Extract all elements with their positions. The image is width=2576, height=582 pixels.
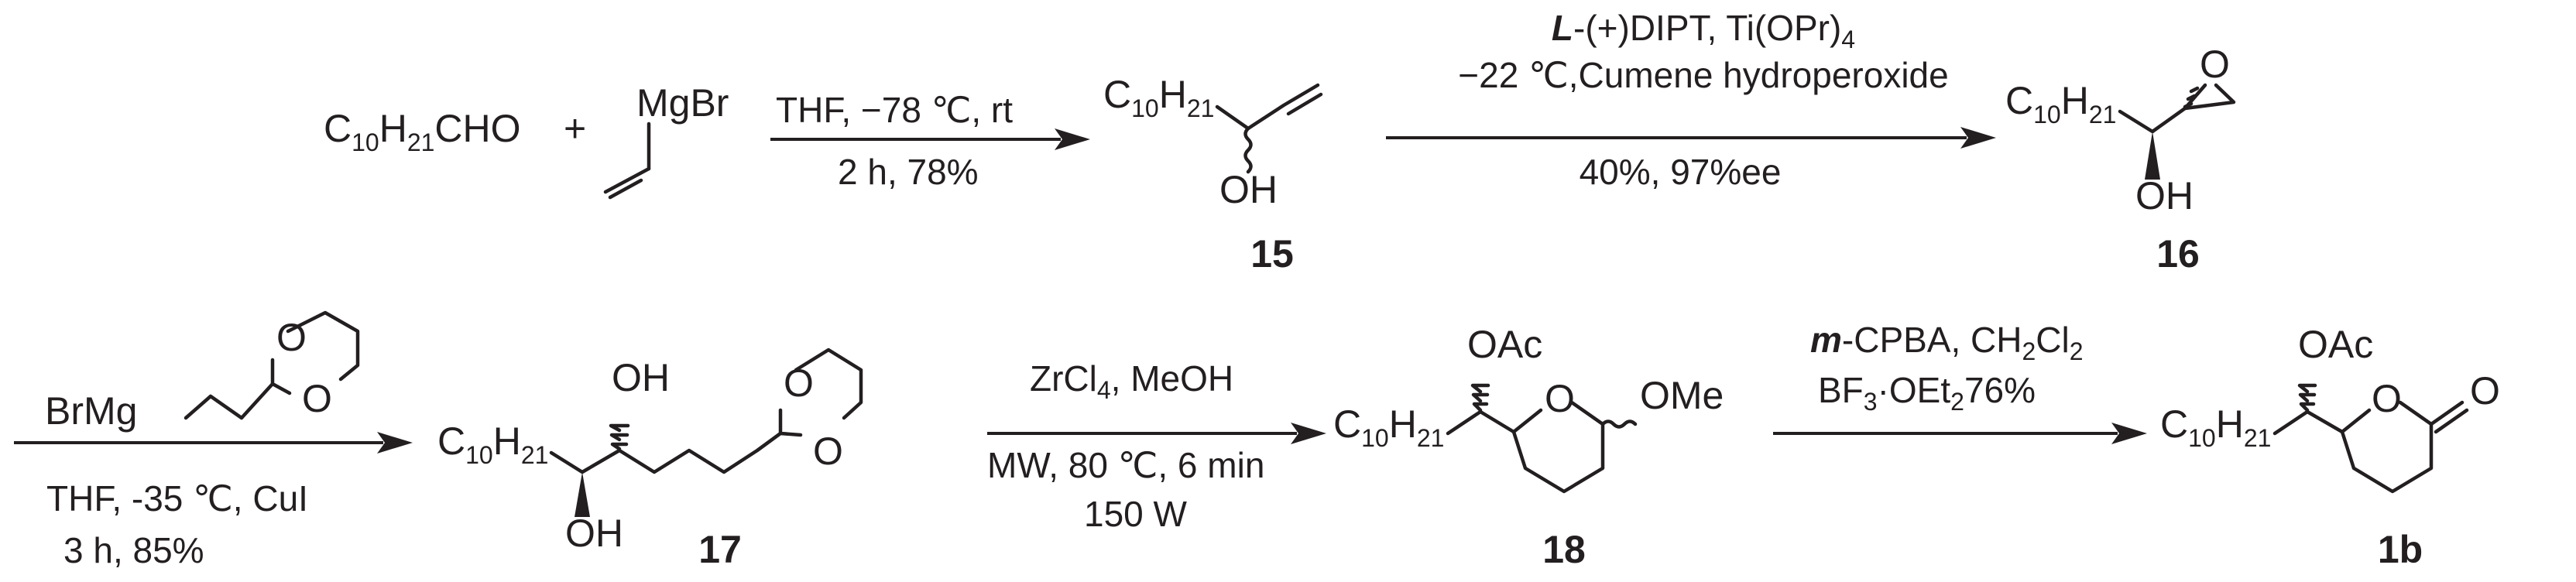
dioxane-o1: O: [276, 316, 307, 359]
lactone-ring: [2340, 400, 2434, 494]
bond: [2272, 409, 2344, 436]
hash-bond: [609, 423, 630, 451]
compound-vinyl-grignard: MgBr: [603, 81, 729, 200]
brmg-label: BrMg: [45, 389, 137, 433]
c16-alkyl: C10H21: [2005, 79, 2116, 128]
dioxane-ring: [778, 347, 863, 437]
bond: [549, 431, 783, 474]
bond: [2118, 106, 2187, 134]
bond: [1446, 409, 1516, 436]
dioxane-o2: O: [302, 377, 332, 420]
compound-15: C10H21 OH 15: [1103, 73, 1323, 276]
c18-oac: OAc: [1467, 323, 1542, 366]
step5-condition-line2: BF3·OEt276%: [1818, 370, 2036, 416]
pyran-ring: [1511, 400, 1605, 494]
wavy-bond: [1243, 126, 1253, 174]
c18-ring-o: O: [1545, 377, 1575, 420]
c15-oh: OH: [1219, 168, 1278, 211]
bond: [608, 178, 643, 200]
wedge-bond: [575, 472, 590, 517]
step1-condition-line2: 2 h, 78%: [838, 152, 979, 192]
carbonyl-bond: [2429, 400, 2469, 434]
arrow-step2: L-(+)DIPT, Ti(OPr)4 −22 ℃,Cumene hydrope…: [1386, 8, 1996, 192]
c1b-oac: OAc: [2298, 323, 2373, 366]
decanal-formula: C10H21CHO: [324, 107, 521, 156]
step4-condition-line3: 150 W: [1084, 494, 1188, 534]
step5-condition-line1: m-CPBA, CH2Cl2: [1810, 320, 2084, 365]
step3-condition-line1: THF, -35 ℃, CuI: [46, 478, 308, 519]
reagent-grignard-dioxane: BrMg O O: [45, 310, 360, 433]
compound-number-15: 15: [1250, 232, 1294, 276]
arrow-head: [1055, 128, 1090, 150]
bond: [1215, 83, 1320, 131]
c17-dioxane-o2: O: [813, 430, 843, 473]
step3-condition-line2: 3 h, 85%: [63, 530, 204, 570]
wavy-bond: [1600, 419, 1638, 429]
bond: [184, 382, 275, 420]
compound-decanal: C10H21CHO: [324, 107, 521, 156]
c17-oh-top: OH: [612, 356, 670, 399]
compound-number-17: 17: [698, 528, 742, 571]
c1b-ring-o: O: [2372, 377, 2402, 420]
compound-number-1b: 1b: [2378, 528, 2423, 571]
plus-sign: +: [564, 107, 586, 150]
step2-condition-line2: −22 ℃,Cumene hydroperoxide: [1458, 55, 1948, 95]
arrow-step4: ZrCl4, MeOH MW, 80 ℃, 6 min 150 W: [987, 358, 1326, 534]
arrow-head: [1960, 127, 1996, 149]
c17-oh-bottom: OH: [565, 512, 623, 555]
c1b-alkyl: C10H21: [2160, 402, 2271, 452]
step2-condition-line3: 40%, 97%ee: [1580, 152, 1782, 192]
arrow-head: [377, 432, 413, 454]
step2-condition-line1: L-(+)DIPT, Ti(OPr)4: [1552, 8, 1855, 53]
c16-oh: OH: [2135, 174, 2194, 217]
bond: [1286, 92, 1323, 116]
step1-condition-line1: THF, −78 ℃, rt: [776, 90, 1013, 130]
compound-number-18: 18: [1542, 528, 1586, 571]
hash-bond: [2297, 383, 2317, 413]
arrow-head: [1291, 423, 1326, 444]
compound-16: C10H21 OH O 16: [2005, 43, 2236, 276]
bond: [603, 166, 651, 194]
arrow-step1: THF, −78 ℃, rt 2 h, 78%: [770, 90, 1090, 192]
arrow-step3: THF, -35 ℃, CuI 3 h, 85%: [14, 432, 413, 570]
hash-bond: [1470, 383, 1490, 413]
c15-alkyl: C10H21: [1103, 73, 1214, 122]
dioxane-ring: [270, 310, 360, 395]
mgbr-label: MgBr: [636, 81, 729, 125]
c17-alkyl: C10H21: [437, 419, 548, 469]
c16-epoxide-o: O: [2200, 43, 2230, 86]
compound-18: C10H21 OAc O OMe 18: [1333, 323, 1724, 571]
arrow-head: [2111, 423, 2147, 444]
c18-alkyl: C10H21: [1333, 402, 1444, 452]
c1b-carbonyl-o: O: [2470, 369, 2500, 413]
step4-condition-line1: ZrCl4, MeOH: [1030, 358, 1233, 404]
wedge-bond: [2145, 132, 2160, 180]
compound-1b: C10H21 OAc O O 1b: [2160, 323, 2500, 571]
c18-ome: OMe: [1640, 374, 1724, 417]
hash-bond: [2183, 86, 2200, 109]
step4-condition-line2: MW, 80 ℃, 6 min: [987, 445, 1264, 485]
c17-dioxane-o1: O: [784, 361, 814, 405]
arrow-step5: m-CPBA, CH2Cl2 BF3·OEt276%: [1773, 320, 2147, 444]
compound-number-16: 16: [2156, 232, 2200, 276]
compound-17: C10H21 OH OH O O 17: [437, 347, 863, 571]
